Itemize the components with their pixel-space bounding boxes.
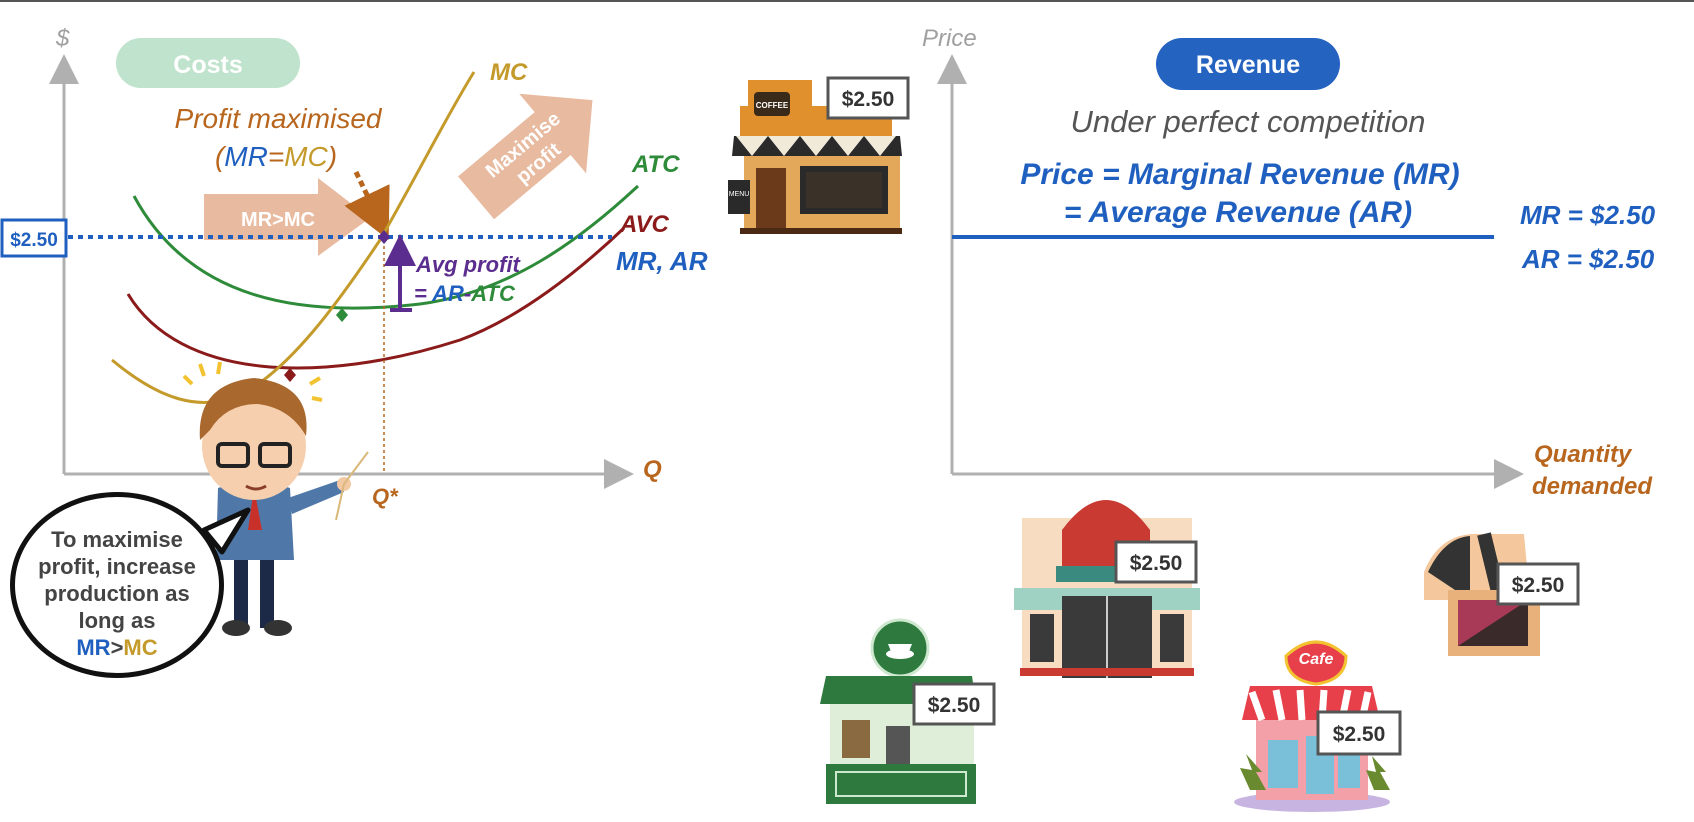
green-cafe-price-tag — [912, 682, 996, 726]
profit-maximised-title: Profit maximised — [175, 103, 383, 134]
revenue-equation-1: Price = Marginal Revenue (MR) — [1020, 158, 1459, 191]
teacher-character — [182, 361, 369, 636]
price-box — [0, 218, 68, 258]
bubble-gt: > — [110, 635, 124, 660]
avg-profit-label-1: Avg profit — [415, 252, 522, 277]
revenue-badge-label: Revenue — [1196, 51, 1300, 79]
atc-label: ATC — [631, 151, 680, 178]
costs-y-axis-label: $ — [55, 25, 70, 52]
revenue-x-axis-label-2: demanded — [1532, 473, 1653, 500]
pink-cafe-price: $2.50 — [1333, 723, 1386, 746]
bubble-line-2: profit, increase — [38, 554, 196, 579]
avc-min-point — [284, 368, 296, 382]
coffee-shop-price-tag — [826, 76, 910, 120]
mc-curve — [111, 71, 476, 404]
svg-text:MENU: MENU — [729, 191, 750, 198]
speech-bubble-tail — [201, 507, 251, 555]
mr-gt-mc-arrow: MR>MC — [204, 178, 370, 256]
menu-board-icon — [728, 180, 750, 214]
bubble-line-5: MR>MC — [22, 634, 212, 661]
costs-x-axis-label: Q — [643, 456, 662, 483]
coffee-sign — [754, 92, 790, 116]
teacher-face — [202, 392, 306, 500]
bubble-line-3: production as — [44, 581, 190, 606]
maximise-profit-arrow: Maximise profit — [458, 93, 593, 220]
green-cafe: $2.50 — [820, 618, 996, 804]
revenue-subtitle: Under perfect competition — [1071, 104, 1426, 139]
mr-ar-label: MR, AR — [616, 246, 708, 276]
pink-cafe-price-tag — [1316, 710, 1402, 756]
kiosk-price: $2.50 — [1512, 574, 1565, 597]
coffee-shop-price: $2.50 — [842, 88, 895, 111]
teacher-hair — [199, 378, 307, 440]
revenue-graph: Price Quantity demanded Revenue Under pe… — [922, 25, 1656, 500]
atc-min-point — [336, 308, 348, 322]
teal-shop: $2.50 — [1014, 500, 1200, 678]
costs-badge-label: Costs — [173, 51, 242, 79]
top-border — [0, 0, 1694, 2]
avc-label: AVC — [619, 211, 670, 238]
teal-shop-price-tag — [1114, 540, 1198, 584]
teal-shop-price: $2.50 — [1130, 552, 1183, 575]
avc-curve — [126, 226, 626, 370]
atc-curve — [132, 184, 640, 310]
bubble-mr: MR — [76, 635, 111, 660]
tree-icon-2 — [1366, 756, 1390, 790]
q-star-label: Q* — [372, 484, 399, 509]
svg-text:COFFEE: COFFEE — [756, 101, 789, 110]
bubble-mc: MC — [123, 635, 158, 660]
costs-badge — [116, 38, 300, 88]
cafe-sign-icon — [1284, 640, 1348, 686]
mr-value: MR = $2.50 — [1520, 200, 1656, 230]
price-box-label: $2.50 — [10, 230, 58, 251]
bubble-line-1: To maximise — [51, 527, 183, 552]
avg-profit-label-2: = AR-ATC — [414, 281, 516, 306]
svg-text:Cafe: Cafe — [1299, 651, 1334, 668]
coffee-shop: COFFEE MENU $2.50 — [728, 76, 910, 234]
revenue-badge — [1156, 38, 1340, 90]
bubble-line-4: long as — [78, 608, 156, 633]
revenue-y-axis-label: Price — [922, 25, 977, 52]
mr-gt-mc-label: MR>MC — [241, 209, 315, 231]
sparkle-icon — [182, 361, 323, 402]
ar-value: AR = $2.50 — [1521, 244, 1655, 274]
kiosk-price-tag — [1496, 562, 1580, 606]
pink-cafe: Cafe $2.50 — [1234, 640, 1402, 812]
speech-bubble-text: To maximise profit, increase production … — [22, 526, 212, 661]
profit-rule: (MR=MC) — [215, 141, 337, 172]
green-cafe-price: $2.50 — [928, 694, 981, 717]
speech-bubble — [10, 492, 224, 678]
kiosk-shop: $2.50 — [1424, 532, 1580, 656]
revenue-x-axis-label-1: Quantity — [1534, 441, 1633, 468]
glasses-icon — [216, 442, 250, 468]
costs-graph: $ Q Costs Maximise profit MR>MC Profit m… — [0, 25, 708, 509]
mc-label: MC — [490, 59, 528, 86]
revenue-equation-2: = Average Revenue (AR) — [1064, 196, 1412, 229]
tree-icon — [1240, 754, 1266, 790]
